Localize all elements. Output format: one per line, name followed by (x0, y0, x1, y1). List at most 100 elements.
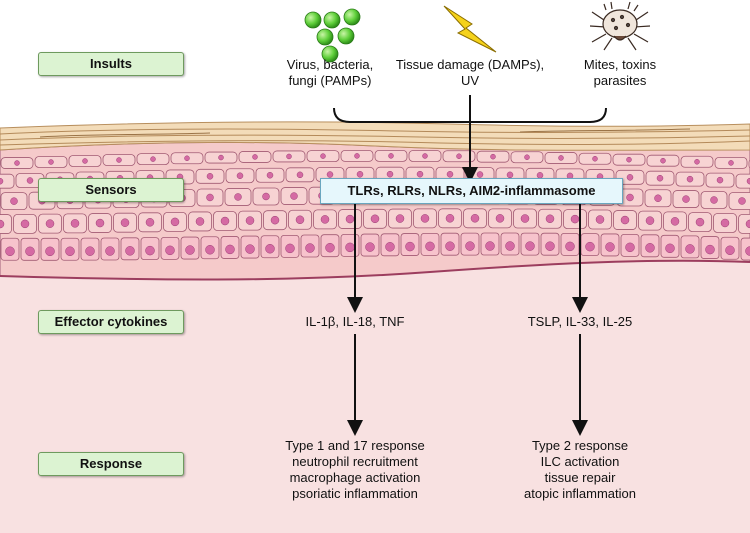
cell-nucleus (82, 158, 88, 164)
cell-nucleus (525, 241, 535, 251)
cell-nucleus (320, 153, 326, 159)
cell-nucleus (620, 215, 630, 225)
cell-nucleus (395, 214, 405, 223)
cell-nucleus (326, 171, 334, 178)
sensor-box: TLRs, RLRs, NLRs, AIM2-inflammasome (320, 178, 623, 204)
cell-nucleus (558, 155, 564, 161)
cell-nucleus (385, 242, 395, 252)
cell-nucleus (505, 241, 515, 251)
stage-label-response: Response (38, 452, 184, 476)
cell-nucleus (252, 154, 258, 160)
cell-nucleus (245, 216, 255, 225)
cell-nucleus (456, 153, 462, 159)
cell-nucleus (446, 171, 454, 178)
cell-nucleus (262, 192, 270, 201)
cell-nucleus (686, 175, 694, 183)
cell-nucleus (236, 172, 244, 179)
cell-nucleus (695, 217, 705, 227)
cell-nucleus (305, 243, 315, 253)
cell-nucleus (545, 214, 555, 224)
stage-label-sensors: Sensors (38, 178, 184, 202)
cell-nucleus (26, 177, 34, 184)
cell-nucleus (266, 171, 274, 179)
cell-nucleus (388, 153, 394, 159)
cell-nucleus (565, 241, 575, 252)
cell-nucleus (206, 173, 214, 180)
cell-nucleus (570, 214, 580, 224)
cell-nucleus (245, 244, 255, 254)
cell-nucleus (150, 156, 156, 162)
cell-nucleus (645, 243, 655, 253)
cell-nucleus (685, 244, 695, 254)
cell-nucleus (605, 242, 615, 252)
cell-nucleus (728, 160, 734, 166)
cell-nucleus (195, 217, 205, 226)
cell-nucleus (120, 218, 130, 227)
cell-nucleus (670, 217, 680, 226)
cell-nucleus (626, 156, 632, 163)
cell-nucleus (206, 193, 214, 202)
cell-nucleus (645, 216, 655, 225)
cell-nucleus (85, 246, 95, 256)
cell-nucleus (165, 245, 175, 256)
cell-nucleus (105, 246, 115, 256)
cell-nucleus (705, 244, 715, 255)
cell-nucleus (445, 241, 455, 251)
cell-nucleus (25, 246, 35, 257)
epidermis-cell (738, 214, 750, 234)
cell-nucleus (716, 176, 724, 184)
cell-nucleus (682, 195, 690, 203)
cell-nucleus (625, 242, 635, 253)
cell-nucleus (0, 177, 4, 185)
lightning-bolt-icon (443, 5, 497, 53)
cell-nucleus (665, 243, 675, 254)
cytokines-left: IL-1β, IL-18, TNF (305, 314, 405, 329)
cell-nucleus (490, 153, 496, 160)
cell-nucleus (286, 153, 292, 160)
cell-nucleus (485, 241, 495, 251)
stratum-corneum-lines (0, 128, 750, 146)
cell-nucleus (365, 242, 375, 252)
cell-nucleus (420, 214, 430, 223)
cell-nucleus (45, 246, 55, 257)
cell-nucleus (290, 192, 298, 200)
cell-nucleus (386, 170, 394, 178)
cell-nucleus (218, 154, 224, 161)
cell-nucleus (465, 241, 475, 251)
cell-nucleus (10, 197, 18, 205)
epidermis-cell (735, 173, 750, 189)
insult-tissue-damage: Tissue damage (DAMPs),UV (395, 57, 545, 88)
basement-membrane (0, 259, 750, 281)
cell-nucleus (285, 243, 295, 254)
cell-nucleus (65, 246, 75, 257)
response-right: Type 2 response ILC activation tissue re… (524, 438, 636, 501)
cell-nucleus (145, 218, 155, 227)
cell-nucleus (20, 219, 30, 229)
cell-nucleus (725, 245, 735, 256)
cell-nucleus (205, 244, 215, 255)
cytokines-right: TSLP, IL-33, IL-25 (527, 314, 633, 329)
cell-nucleus (745, 246, 750, 256)
cell-nucleus (225, 244, 235, 255)
cell-nucleus (270, 215, 280, 225)
cell-nucleus (425, 241, 435, 252)
cell-nucleus (185, 245, 195, 255)
cell-nucleus (470, 214, 480, 223)
cell-nucleus (296, 171, 304, 179)
cell-nucleus (220, 216, 230, 226)
cell-nucleus (184, 155, 190, 162)
cell-nucleus (520, 214, 530, 223)
cell-nucleus (660, 157, 666, 164)
cell-nucleus (745, 219, 750, 229)
cell-nucleus (45, 219, 55, 228)
epidermis-cell (0, 214, 12, 234)
cell-nucleus (370, 214, 380, 224)
cell-nucleus (656, 174, 664, 182)
cell-nucleus (626, 193, 634, 202)
green-spheres-icon (304, 8, 361, 63)
insult-pathogens: Virus, bacteria,fungi (PAMPs) (286, 57, 374, 88)
cell-nucleus (345, 242, 355, 253)
cell-nucleus (354, 153, 360, 159)
cell-nucleus (325, 242, 335, 253)
